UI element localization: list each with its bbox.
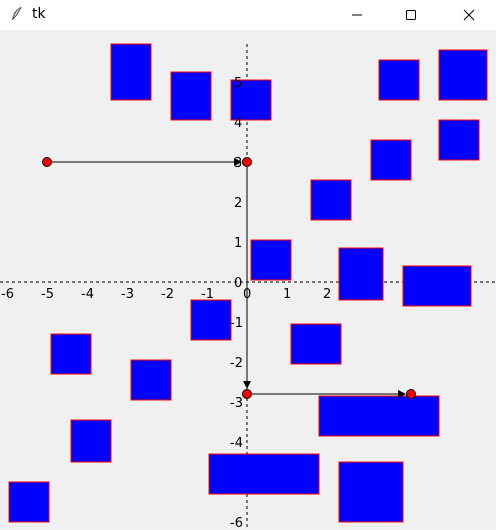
y-tick-label: -3 <box>230 396 243 411</box>
y-tick-label: -1 <box>230 316 243 331</box>
x-tick-label: -1 <box>201 287 214 302</box>
rectangles-layer <box>8 43 488 523</box>
path-point-3 <box>242 389 252 399</box>
blue-rectangle-3 <box>230 79 272 121</box>
blue-rectangle-11 <box>402 265 472 307</box>
path-point-4 <box>406 389 416 399</box>
blue-rectangle-18 <box>208 453 320 495</box>
blue-rectangle-15 <box>130 359 172 401</box>
close-button[interactable] <box>446 0 492 30</box>
y-tick-label: -4 <box>230 436 243 451</box>
x-tick-label: 1 <box>283 287 291 302</box>
close-icon <box>463 9 475 21</box>
maximize-button[interactable] <box>388 0 434 30</box>
blue-rectangle-14 <box>50 333 92 375</box>
y-tick-label: 3 <box>234 156 242 171</box>
x-tick-label: -2 <box>161 287 174 302</box>
blue-rectangle-9 <box>250 239 292 281</box>
window-title: tk <box>32 6 46 22</box>
y-tick-label: 4 <box>234 116 242 131</box>
minimize-icon <box>352 14 362 16</box>
blue-rectangle-12 <box>190 299 232 341</box>
y-tick-label: 5 <box>234 76 242 91</box>
path-layer <box>42 157 416 399</box>
tk-canvas[interactable]: -6-5-4-3-2-1012543210-1-2-3-4-6 <box>0 30 496 530</box>
blue-rectangle-2 <box>170 71 212 121</box>
y-tick-label: 2 <box>234 196 242 211</box>
minimize-button[interactable] <box>334 0 380 30</box>
y-tick-label: 1 <box>234 236 242 251</box>
blue-rectangle-7 <box>370 139 412 181</box>
blue-rectangle-1 <box>110 43 152 101</box>
x-tick-label: -4 <box>81 287 94 302</box>
y-tick-label: 0 <box>234 276 242 291</box>
blue-rectangle-19 <box>338 461 404 523</box>
title-bar: tk <box>0 0 496 30</box>
x-tick-label: -5 <box>41 287 54 302</box>
y-tick-label: -2 <box>230 356 243 371</box>
blue-rectangle-10 <box>338 247 384 301</box>
y-tick-label: -6 <box>230 516 243 530</box>
blue-rectangle-8 <box>310 179 352 221</box>
maximize-icon <box>406 10 416 20</box>
blue-rectangle-13 <box>290 323 342 365</box>
blue-rectangle-16 <box>318 395 440 437</box>
x-tick-label: -3 <box>121 287 134 302</box>
x-tick-label: 2 <box>323 287 331 302</box>
blue-rectangle-5 <box>438 49 488 101</box>
blue-rectangle-17 <box>70 419 112 463</box>
blue-rectangle-20 <box>8 481 50 523</box>
x-tick-label: -6 <box>1 287 14 302</box>
path-point-1 <box>42 157 52 167</box>
path-point-2 <box>242 157 252 167</box>
feather-icon <box>8 5 26 23</box>
blue-rectangle-6 <box>438 119 480 161</box>
blue-rectangle-4 <box>378 59 420 101</box>
plot-canvas[interactable]: -6-5-4-3-2-1012543210-1-2-3-4-6 <box>0 30 496 530</box>
